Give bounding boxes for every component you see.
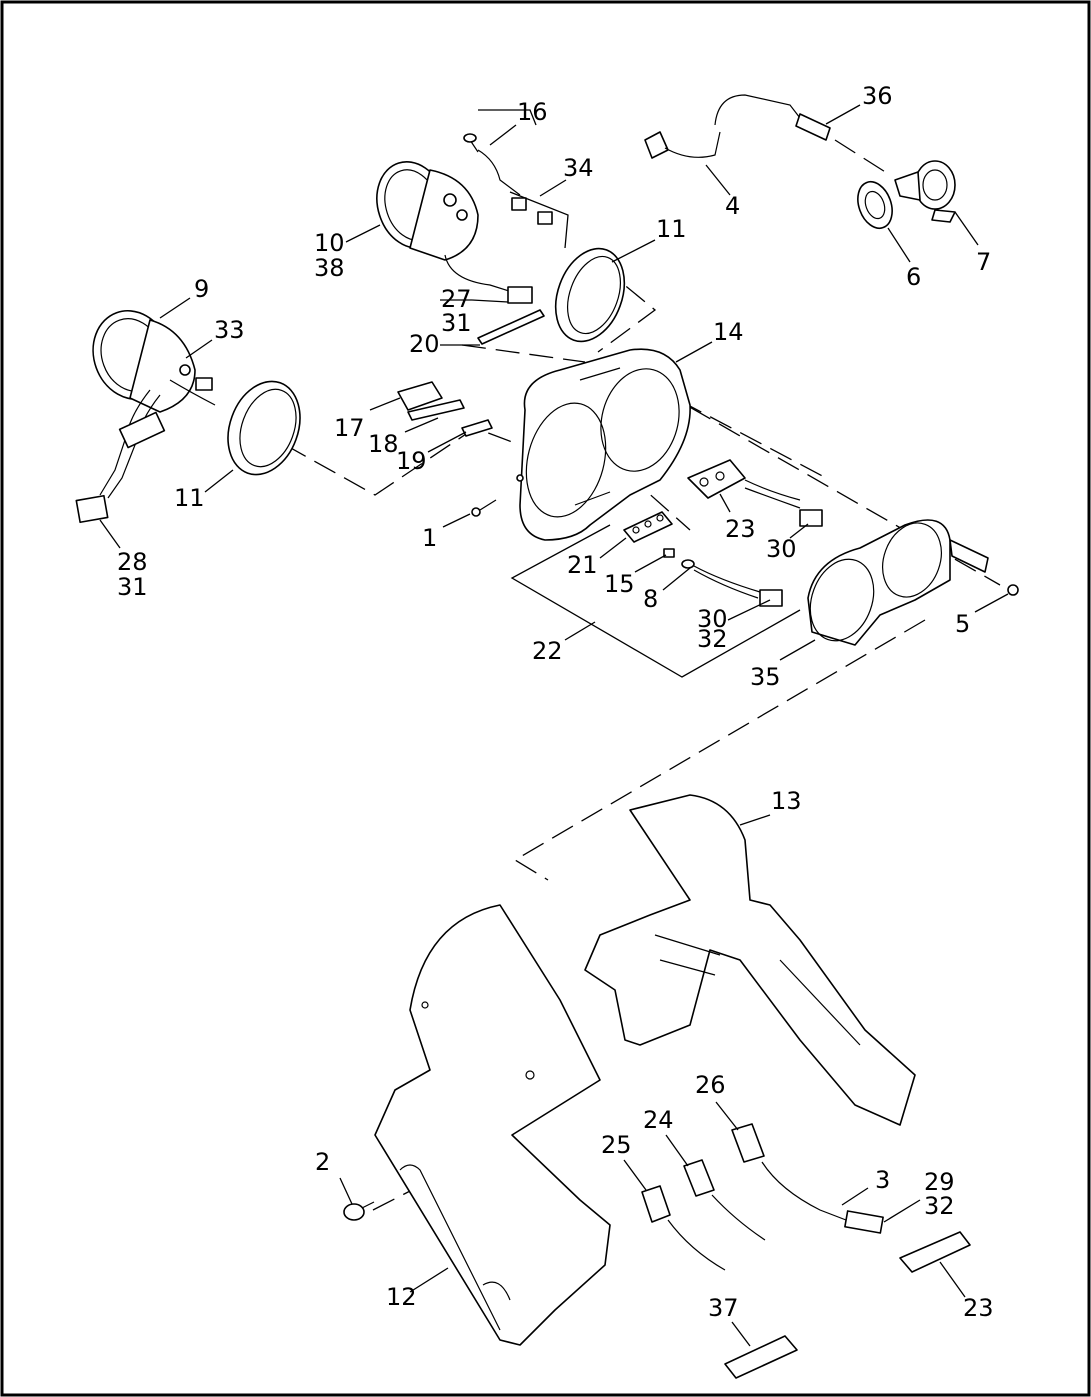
connector-pad-37: [724, 1335, 798, 1379]
callout-35: 35: [750, 663, 781, 691]
callout-14: 14: [713, 318, 744, 346]
callout-27: 27: [441, 285, 472, 313]
callout-31-lower: 31: [117, 573, 148, 601]
trim-ring-11-left: [227, 380, 301, 476]
cables-4-36: [644, 94, 831, 159]
trim-ring-11-right: [554, 247, 626, 343]
callout-22: 22: [532, 637, 563, 665]
callout-24: 24: [643, 1106, 674, 1134]
group-bracket-22: [510, 524, 801, 678]
callout-4: 4: [725, 192, 740, 220]
mounting-bracket-35: [807, 519, 1019, 646]
pin-20: [477, 309, 545, 345]
assembly-lines: [254, 139, 1001, 1211]
callout-7: 7: [976, 248, 991, 276]
callout-19: 19: [396, 447, 427, 475]
callout-26: 26: [695, 1071, 726, 1099]
callout-18: 18: [368, 430, 399, 458]
upper-cover-12: [374, 904, 611, 1346]
callout-labels: 1 2 3 4 5 6 7 8 9 10 38 11 11 12 13 14 1…: [117, 82, 994, 1322]
group-bracket-34: [509, 191, 569, 249]
callout-30-upper: 30: [766, 535, 797, 563]
lower-cover-13: [584, 794, 916, 1126]
screw-1: [471, 499, 497, 517]
callout-34: 34: [563, 154, 594, 182]
indicator-assembly-21: [623, 511, 783, 607]
callout-3: 3: [875, 1166, 890, 1194]
washer-6: [857, 180, 893, 230]
screw-2: [343, 1201, 375, 1221]
callout-32-upper: 32: [697, 625, 728, 653]
callout-20: 20: [409, 330, 440, 358]
callout-23-lower: 23: [963, 1294, 994, 1322]
switches-24-26: [641, 1123, 884, 1271]
leader-lines: [99, 104, 1009, 1347]
callout-2: 2: [315, 1148, 330, 1176]
callout-36: 36: [862, 82, 893, 110]
callout-29: 29: [924, 1168, 955, 1196]
callout-30-lower: 30: [697, 605, 728, 633]
callout-16: 16: [517, 98, 548, 126]
connector-pad-23-lower: [899, 1231, 971, 1273]
callout-33: 33: [214, 316, 245, 344]
socket-7: [894, 160, 956, 223]
callout-1: 1: [422, 524, 437, 552]
callout-9: 9: [194, 275, 209, 303]
callout-13: 13: [771, 787, 802, 815]
callout-37: 37: [708, 1294, 739, 1322]
callout-10: 10: [314, 229, 345, 257]
connector-block-23: [687, 459, 823, 527]
callout-31-upper: 31: [441, 309, 472, 337]
tachometer-10: [376, 133, 553, 304]
callout-32-lower: 32: [924, 1192, 955, 1220]
speedometer-9: [75, 309, 216, 524]
callout-38: 38: [314, 254, 345, 282]
callout-12: 12: [386, 1283, 417, 1311]
lamp-parts-17-19: [397, 381, 493, 437]
callout-21: 21: [567, 551, 598, 579]
callout-15: 15: [604, 570, 635, 598]
callout-5: 5: [955, 610, 970, 638]
callout-6: 6: [906, 263, 921, 291]
instrument-housing-14: [516, 348, 691, 541]
callout-23-upper: 23: [725, 515, 756, 543]
callout-28: 28: [117, 548, 148, 576]
callout-8: 8: [643, 585, 658, 613]
callout-11-left: 11: [174, 484, 205, 512]
callout-11-right: 11: [656, 215, 687, 243]
callout-17: 17: [334, 414, 365, 442]
callout-25: 25: [601, 1131, 632, 1159]
